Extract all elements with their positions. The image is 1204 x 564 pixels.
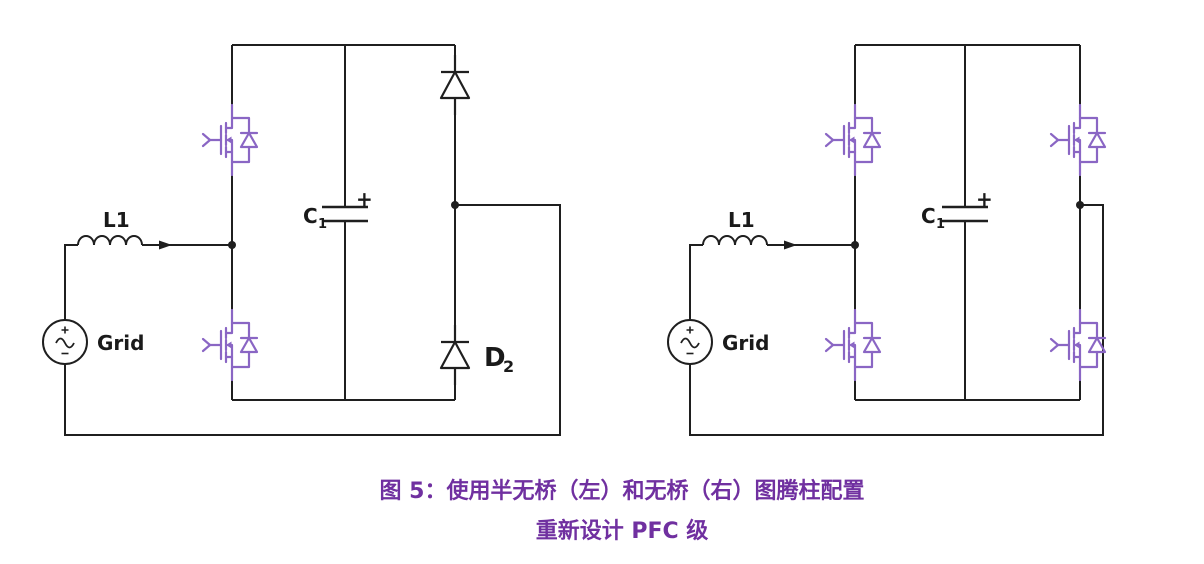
- capacitor-plates: [942, 205, 988, 223]
- current-arrow: [159, 240, 172, 250]
- circuit-diagram: L1 Grid C 1 + D 2: [42, 44, 1107, 436]
- inductor-coil: [77, 235, 143, 246]
- left-circuit-wires: [64, 44, 561, 436]
- right-circuit: L1 Grid C 1 +: [667, 44, 1107, 436]
- wire-grid-to-inductor: [64, 244, 78, 320]
- capacitor-label-subscript: 1: [318, 217, 327, 232]
- mosfet-q4-low-side: [1049, 308, 1107, 382]
- mosfet-q3-high-side: [1049, 103, 1107, 177]
- mosfet-q1-high-side: [824, 103, 882, 177]
- wire-grid-to-inductor: [689, 244, 703, 320]
- mosfet-high-side: [201, 103, 259, 177]
- wire-return-path: [64, 204, 561, 436]
- junction-dot: [451, 201, 459, 209]
- caption-line-1: 图 5：使用半无桥（左）和无桥（右）图腾柱配置: [379, 479, 865, 504]
- diode-d2-subscript: 2: [503, 357, 514, 376]
- right-circuit-wires: [689, 44, 1104, 436]
- capacitor-plates: [322, 205, 368, 223]
- current-arrow: [784, 240, 797, 250]
- inductor-label: L1: [103, 208, 130, 232]
- capacitor-polarity-plus: +: [356, 187, 373, 211]
- mosfet-q2-low-side: [824, 308, 882, 382]
- capacitor-label: C: [303, 204, 318, 228]
- junction-dot: [228, 241, 236, 249]
- caption-line-2: 重新设计 PFC 级: [535, 519, 709, 544]
- junction-dot: [851, 241, 859, 249]
- grid-label: Grid: [97, 331, 144, 355]
- wire-return-path: [689, 204, 1104, 436]
- capacitor-label-subscript: 1: [936, 217, 945, 232]
- left-circuit: L1 Grid C 1 + D 2: [42, 44, 561, 436]
- grid-source: [42, 319, 88, 365]
- inductor-coil: [702, 235, 768, 246]
- mosfet-low-side: [201, 308, 259, 382]
- junction-dot: [1076, 201, 1084, 209]
- grid-label: Grid: [722, 331, 769, 355]
- grid-source: [667, 319, 713, 365]
- diode-top: [439, 53, 471, 117]
- figure-caption: 图 5：使用半无桥（左）和无桥（右）图腾柱配置 重新设计 PFC 级: [20, 472, 1204, 552]
- capacitor-polarity-plus: +: [976, 187, 993, 211]
- inductor-label: L1: [728, 208, 755, 232]
- diode-d2: [439, 323, 471, 387]
- diode-d2-label: D: [484, 343, 506, 373]
- capacitor-label: C: [921, 204, 936, 228]
